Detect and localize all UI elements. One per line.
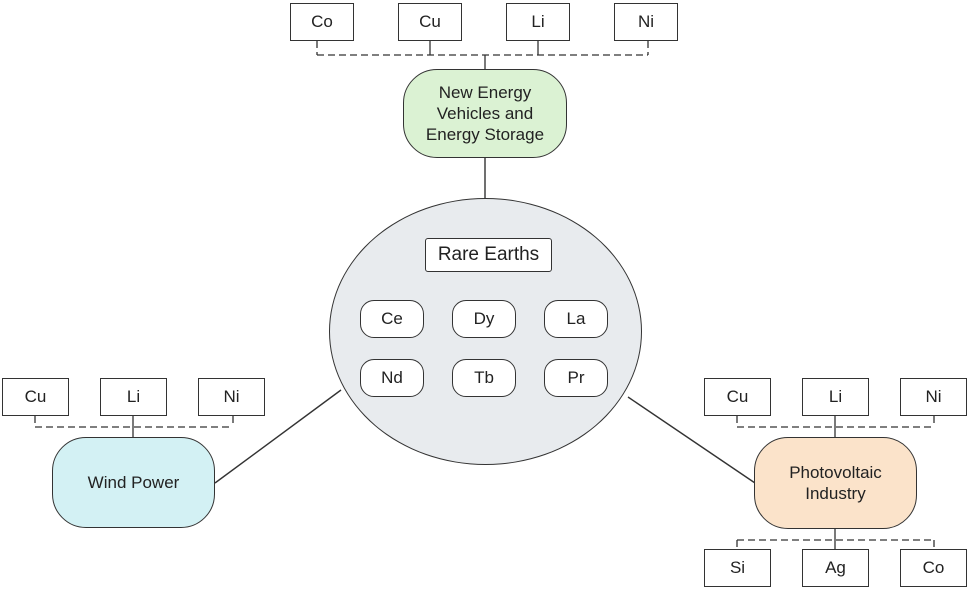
nev-material-co: Co — [290, 3, 354, 41]
element-pr: Pr — [544, 359, 608, 397]
pv-material-cu: Cu — [704, 378, 771, 416]
nev-material-ni: Ni — [614, 3, 678, 41]
pv-material-si: Si — [704, 549, 771, 587]
nev-material-li: Li — [506, 3, 570, 41]
element-dy: Dy — [452, 300, 516, 338]
pv-material-ag: Ag — [802, 549, 869, 587]
sector-wind-power: Wind Power — [52, 437, 215, 528]
rare-earths-title: Rare Earths — [425, 238, 552, 272]
wind-material-cu: Cu — [2, 378, 69, 416]
pv-material-ni: Ni — [900, 378, 967, 416]
pv-material-li: Li — [802, 378, 869, 416]
nev-material-cu: Cu — [398, 3, 462, 41]
sector-photovoltaic: Photovoltaic Industry — [754, 437, 917, 529]
link-pv-center — [627, 396, 756, 484]
element-ce: Ce — [360, 300, 424, 338]
pv-material-co: Co — [900, 549, 967, 587]
wind-material-ni: Ni — [198, 378, 265, 416]
sector-nev: New Energy Vehicles and Energy Storage — [403, 69, 567, 158]
link-wind-center — [214, 389, 342, 484]
wind-material-li: Li — [100, 378, 167, 416]
element-nd: Nd — [360, 359, 424, 397]
element-tb: Tb — [452, 359, 516, 397]
element-la: La — [544, 300, 608, 338]
